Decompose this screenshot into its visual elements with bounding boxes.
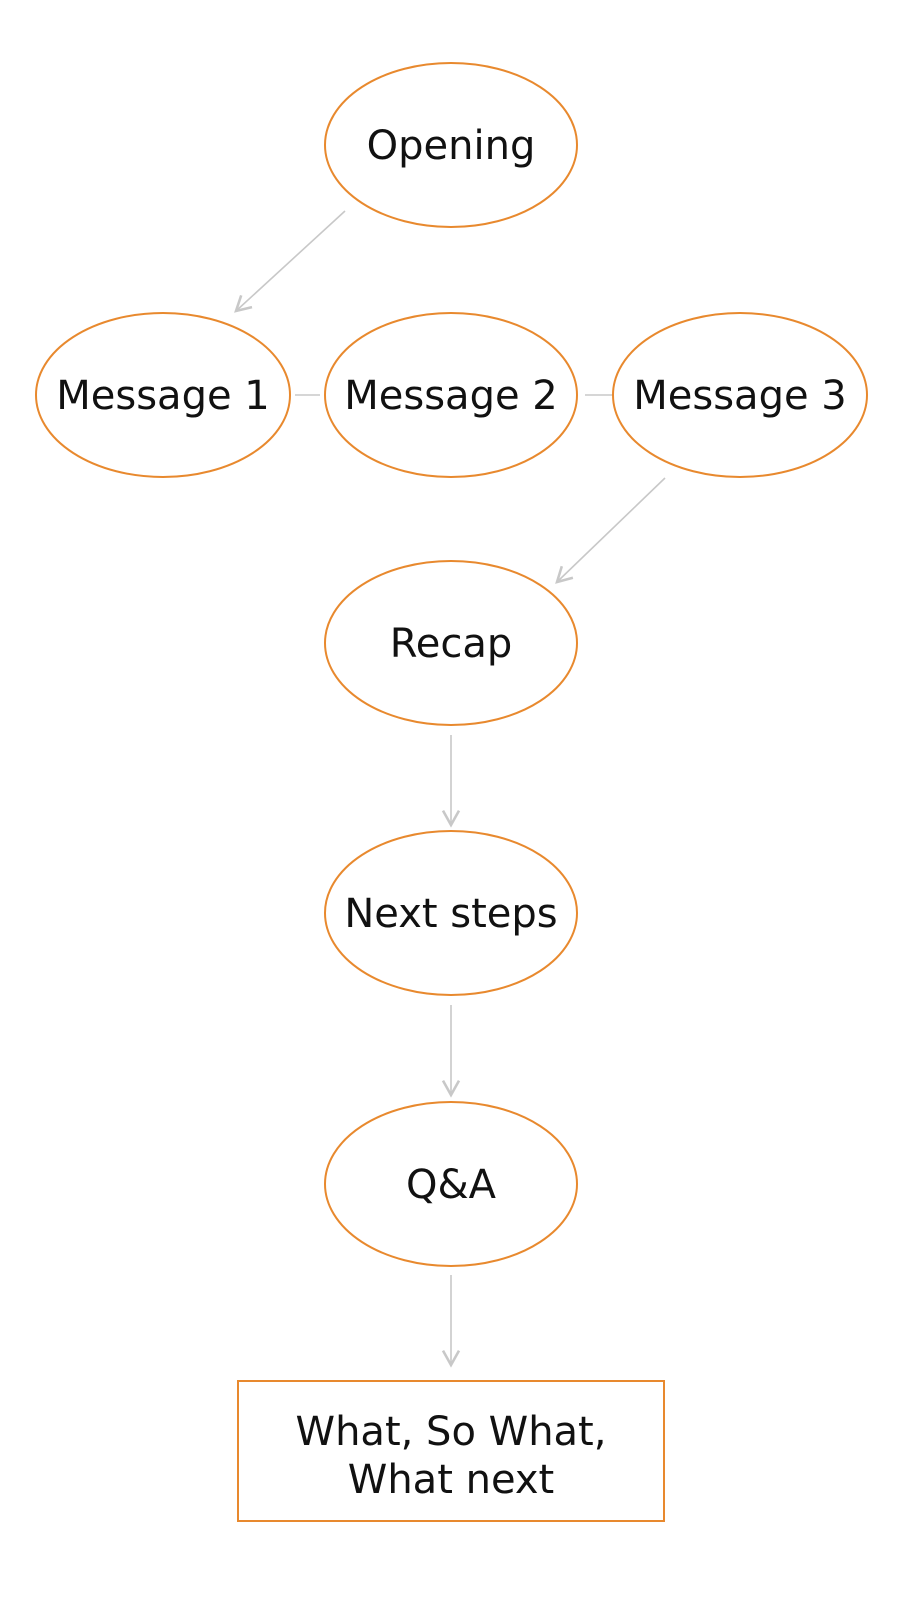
connectors [234,210,666,1368]
node-message-1: Message 1 [35,312,291,478]
node-final-line-1: What, So What, [296,1409,607,1455]
node-next-steps: Next steps [324,830,578,996]
node-recap: Recap [324,560,578,726]
node-message-3: Message 3 [612,312,868,478]
node-qa-label: Q&A [406,1162,497,1208]
node-qa: Q&A [324,1101,578,1267]
node-message-2: Message 2 [324,312,578,478]
node-message-1-label: Message 1 [56,373,269,419]
node-message-3-label: Message 3 [633,373,846,419]
arrow-opening-to-message1 [234,210,346,313]
node-opening: Opening [324,62,578,228]
node-message-2-label: Message 2 [344,373,557,419]
node-recap-label: Recap [390,621,513,667]
node-next-steps-label: Next steps [344,891,557,937]
node-final-line-2: What next [348,1457,554,1503]
node-opening-label: Opening [367,123,536,169]
arrow-message3-to-recap [555,477,666,584]
node-what-so-what: What, So What, What next [237,1380,665,1522]
